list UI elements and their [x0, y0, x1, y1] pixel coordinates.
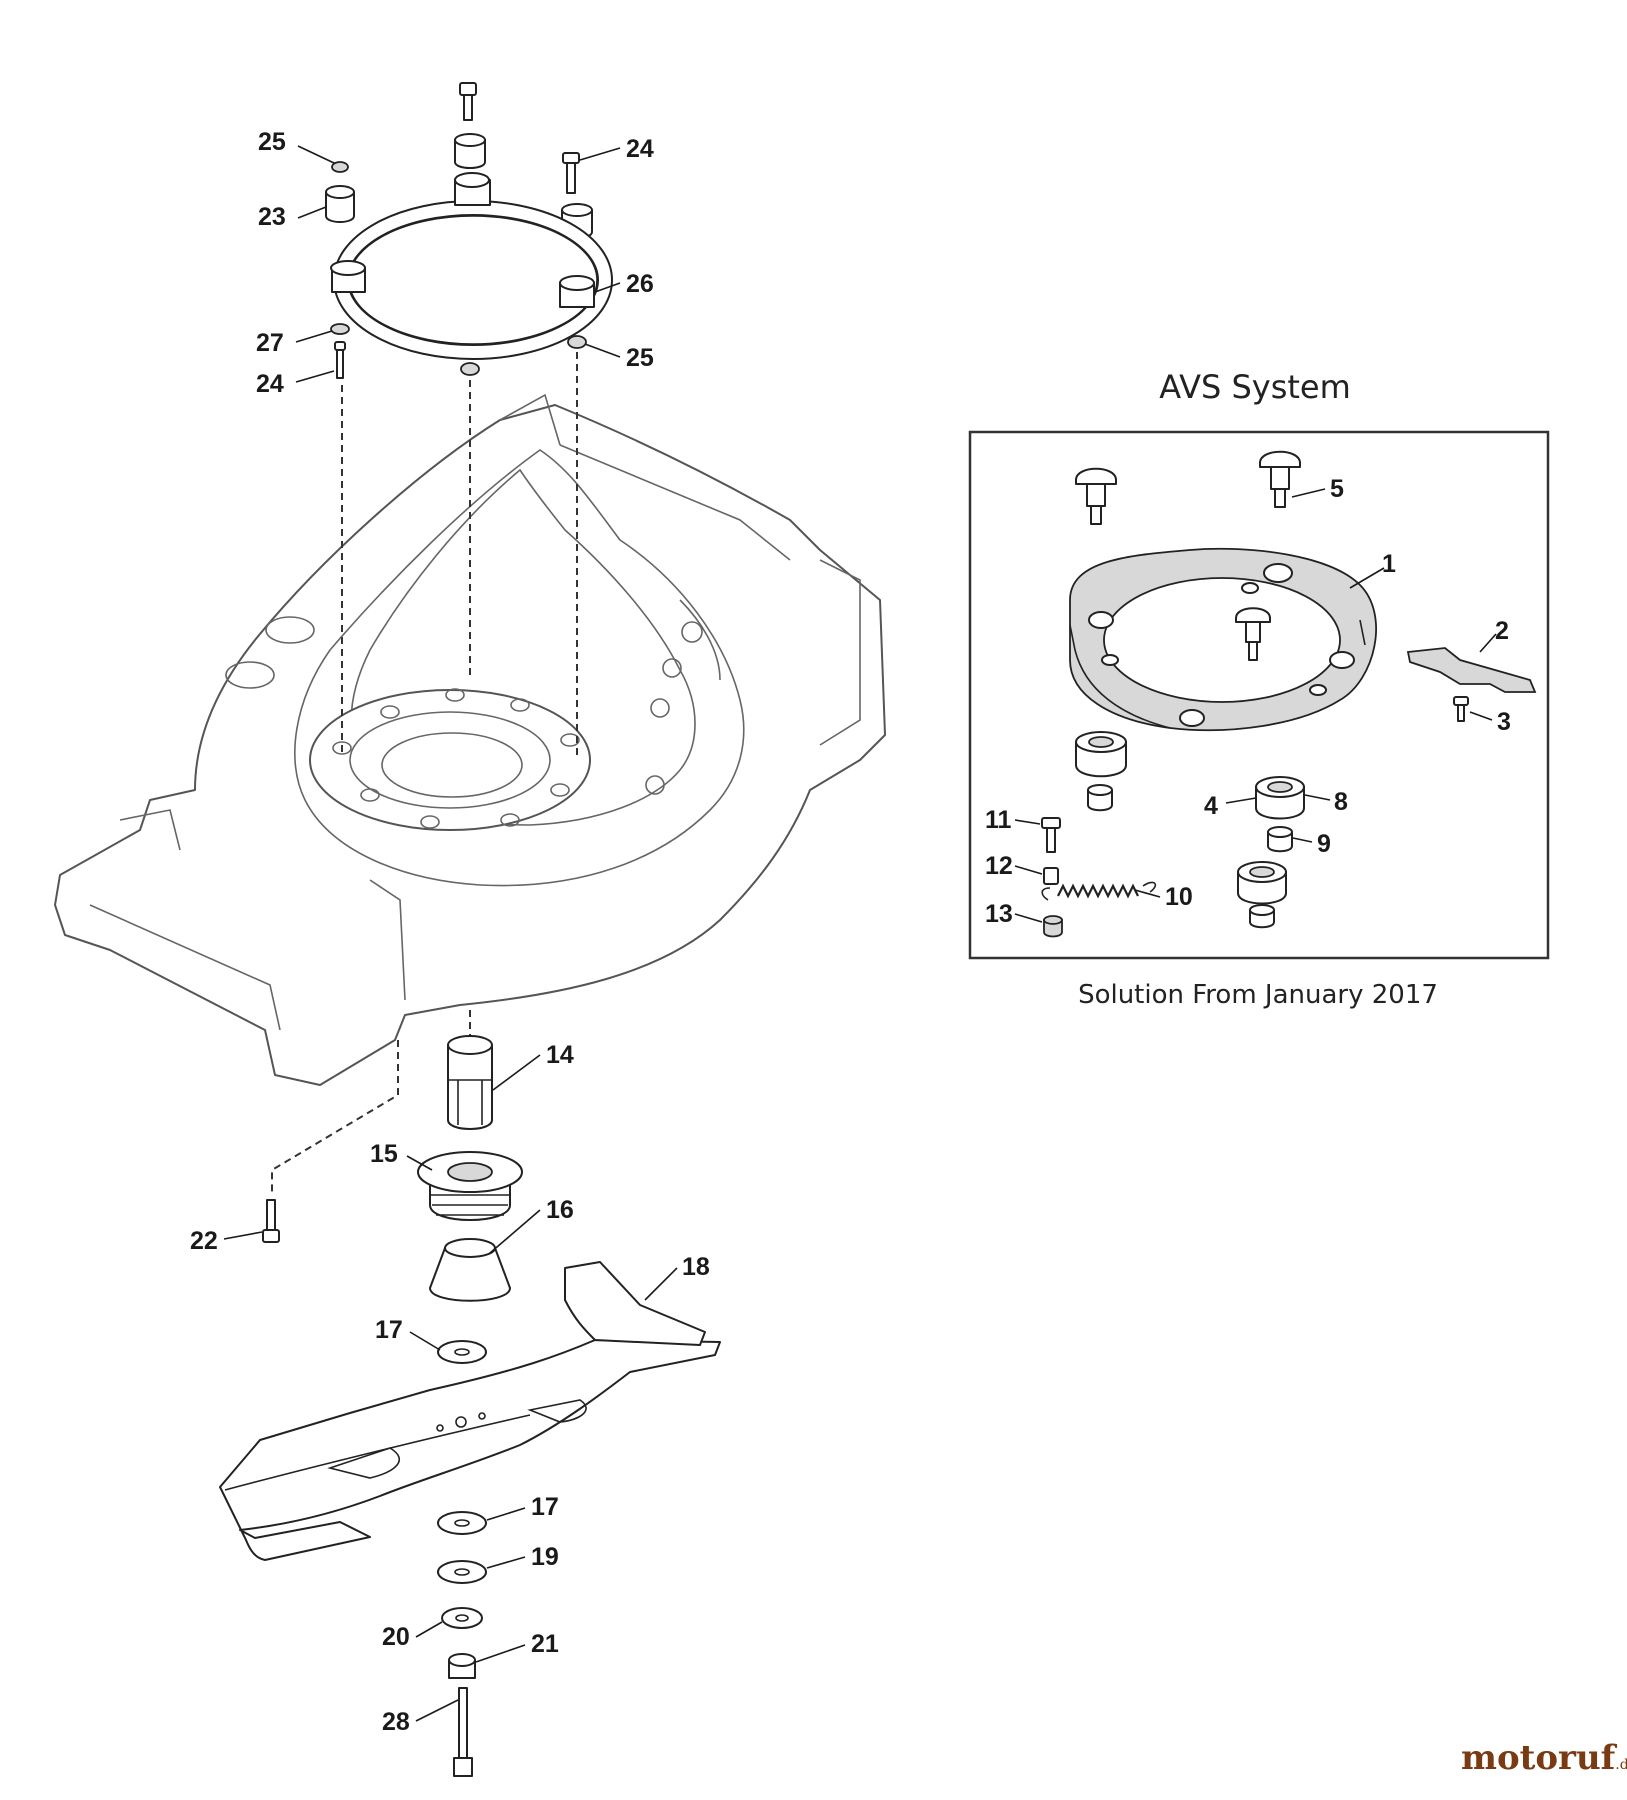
bolt-icon [262, 1199, 280, 1243]
avs-callout-label: 5 [1330, 475, 1344, 503]
washer-icon [441, 1607, 483, 1629]
callout-label: 15 [370, 1140, 398, 1168]
callout-label: 20 [382, 1623, 410, 1651]
avs-callout-label: 1 [1382, 550, 1396, 578]
damper-plate-icon [1069, 547, 1377, 732]
nut-icon [1043, 915, 1063, 938]
nut-icon [460, 362, 480, 376]
brand-name: motoruf [1461, 1738, 1616, 1778]
bushing-icon [1237, 861, 1287, 905]
motor-ring-assembly [325, 82, 613, 379]
bushing-icon [1255, 776, 1305, 820]
avs-callout-label: 4 [1204, 792, 1218, 820]
washer-icon [437, 1340, 487, 1364]
avs-callout-label: 3 [1497, 708, 1511, 736]
drive-stack [219, 1035, 721, 1777]
washer-icon [437, 1511, 487, 1535]
avs-callout-label: 12 [985, 852, 1013, 880]
callout-label: 16 [546, 1196, 574, 1224]
callout-label: 21 [531, 1630, 559, 1658]
avs-callout-label: 10 [1165, 883, 1193, 911]
callout-labels: 25 24 23 26 27 24 25 14 15 16 22 18 17 1… [190, 128, 710, 1736]
callout-label: 18 [682, 1253, 710, 1281]
washer-icon [437, 1560, 487, 1584]
avs-system-inset: AVS System Solution From January 2017 [968, 368, 1550, 1010]
callout-label: 24 [256, 370, 284, 398]
nut-icon [331, 161, 349, 173]
bolt-icon [1453, 696, 1469, 722]
callout-label: 26 [626, 270, 654, 298]
spacer-icon [454, 133, 486, 169]
pin-icon [1075, 467, 1117, 525]
bolt-icon [334, 341, 346, 379]
callout-label: 24 [626, 135, 654, 163]
mower-deck-illustration [54, 393, 886, 1086]
blade-adapter-icon [417, 1151, 523, 1221]
callout-label: 22 [190, 1227, 218, 1255]
callout-label: 28 [382, 1708, 410, 1736]
callout-label: 17 [375, 1316, 403, 1344]
blade-adapter-icon [429, 1238, 511, 1302]
assembly-guide-lines [271, 352, 578, 1195]
bolt-icon [1041, 817, 1061, 853]
callout-label: 19 [531, 1543, 559, 1571]
avs-caption: Solution From January 2017 [1078, 980, 1438, 1010]
bushing-insert-icon [1087, 784, 1113, 812]
nut-icon [567, 335, 587, 349]
spacer-icon [1043, 867, 1059, 885]
callout-label: 17 [531, 1493, 559, 1521]
callout-label: 27 [256, 329, 284, 357]
avs-callout-label: 2 [1495, 617, 1509, 645]
callout-label: 25 [626, 344, 654, 372]
bracket-icon [1406, 647, 1537, 693]
spacer-icon [325, 185, 355, 223]
spring-icon [1041, 881, 1157, 901]
bolt-icon [453, 1687, 473, 1777]
bushing-insert-icon [1249, 904, 1275, 929]
avs-callout-label: 9 [1317, 830, 1331, 858]
watermark-logo: motoruf.de [1461, 1738, 1627, 1778]
avs-callout-label: 13 [985, 900, 1013, 928]
pin-icon [1259, 450, 1301, 508]
callout-label: 23 [258, 203, 286, 231]
avs-title: AVS System [1159, 368, 1351, 406]
bolt-icon [562, 152, 580, 194]
pin-icon [1235, 607, 1271, 661]
bushing-insert-icon [1267, 826, 1293, 853]
ring-bracket-icon [330, 172, 613, 360]
nut-icon [448, 1653, 476, 1679]
callout-label: 14 [546, 1041, 574, 1069]
brand-tld: .de [1615, 1757, 1627, 1773]
blade-adapter-icon [447, 1035, 493, 1130]
washer-icon [330, 323, 350, 335]
callout-leaders [223, 145, 678, 1722]
bolt-icon [459, 82, 477, 121]
avs-callout-label: 11 [985, 806, 1012, 834]
avs-callout-label: 8 [1334, 788, 1348, 816]
blade-icon [219, 1261, 721, 1561]
bushing-icon [1075, 731, 1127, 778]
callout-label: 25 [258, 128, 286, 156]
